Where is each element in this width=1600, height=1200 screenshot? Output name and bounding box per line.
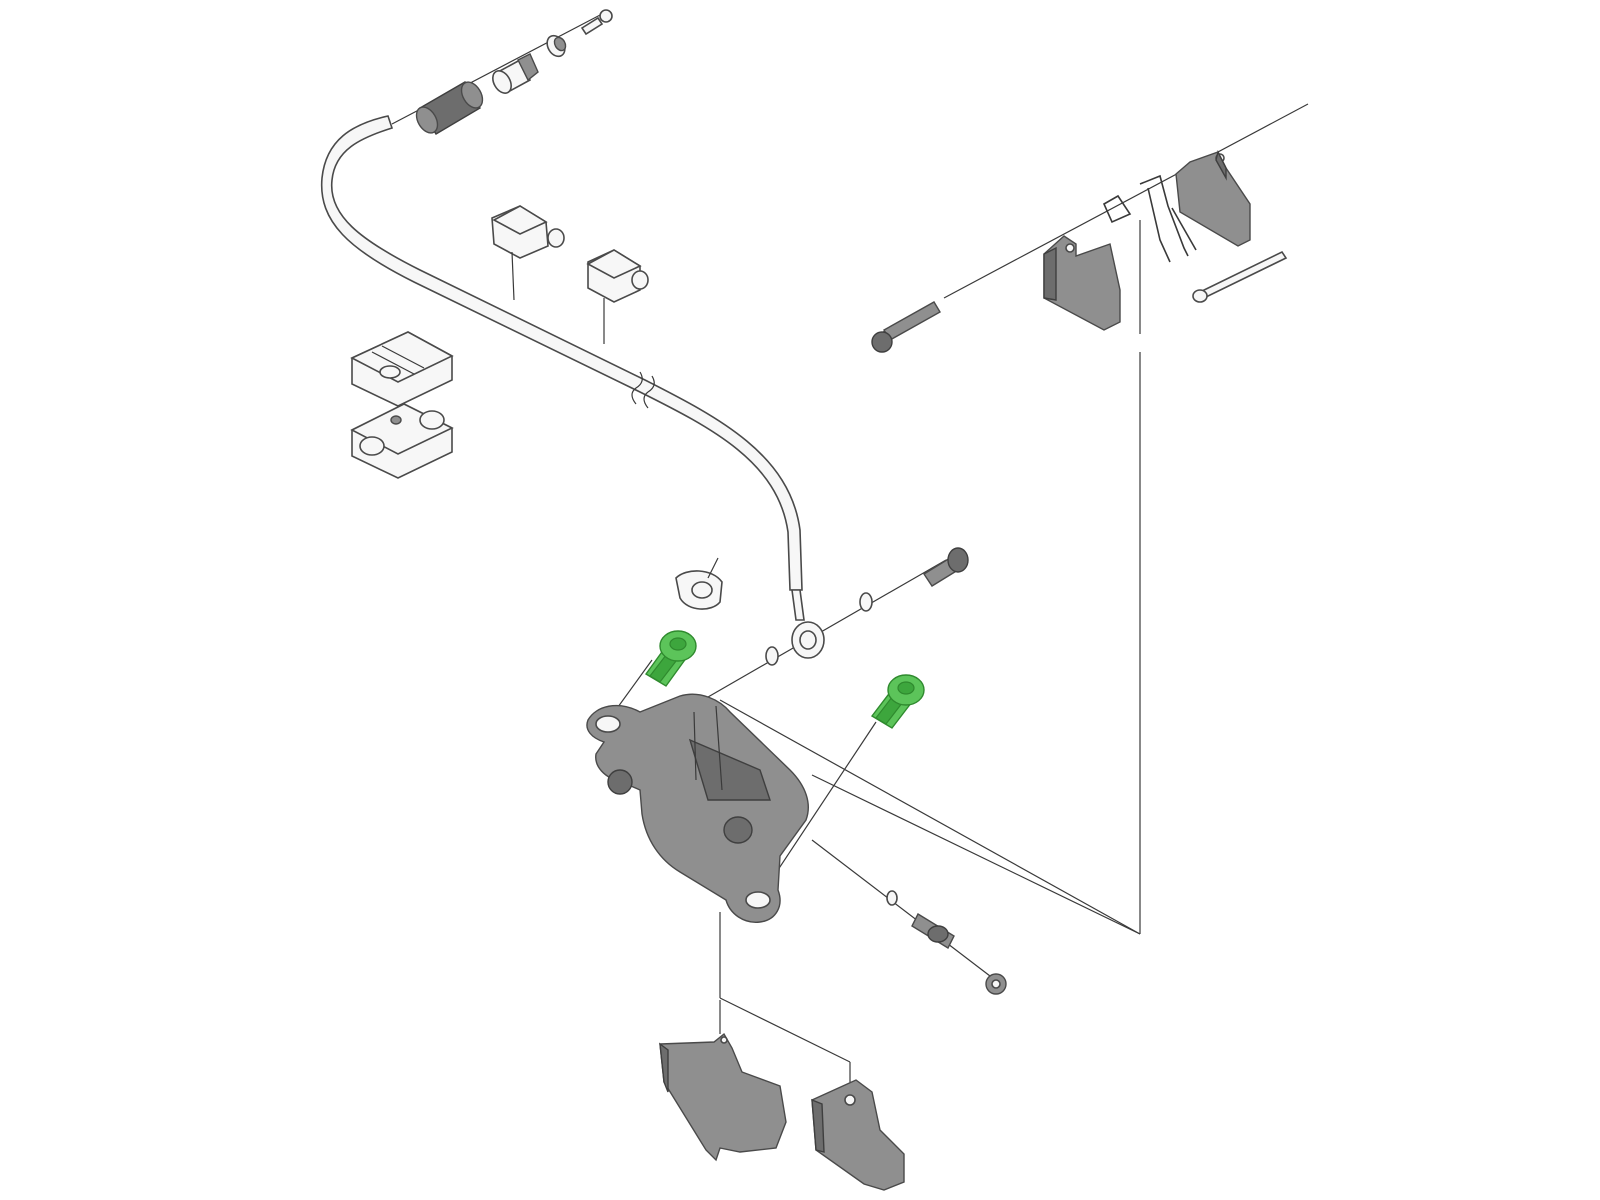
bleed-o-ring bbox=[886, 890, 898, 906]
pad-spring bbox=[1102, 174, 1197, 263]
hose-break-mark bbox=[631, 371, 643, 405]
hose-assembly bbox=[320, 9, 803, 591]
brake-hose bbox=[320, 115, 803, 591]
mounting-bolt-lower bbox=[761, 674, 925, 895]
banjo-assembly bbox=[681, 547, 969, 713]
hose-break-mark-2 bbox=[643, 375, 655, 409]
bleed-nipple bbox=[911, 913, 955, 949]
bleed-assembly bbox=[811, 839, 1007, 995]
clamp-block-upper bbox=[350, 331, 454, 407]
banjo-bolt bbox=[923, 547, 969, 587]
bleed-cap bbox=[985, 973, 1007, 995]
clamp-block-lower bbox=[350, 403, 454, 479]
lower-brake-pad-right bbox=[811, 1079, 905, 1191]
brake-pad-left bbox=[1043, 235, 1121, 331]
small-screw bbox=[580, 9, 613, 36]
lower-pads-assembly bbox=[659, 997, 905, 1191]
hose-cap bbox=[675, 557, 723, 610]
pad-axle-bolt bbox=[871, 301, 941, 353]
brake-pad-right bbox=[1175, 149, 1251, 247]
split-pin bbox=[1192, 250, 1288, 303]
hose-cover-sleeve bbox=[415, 81, 484, 135]
banjo-fitting bbox=[791, 589, 825, 659]
pad-pin-assembly bbox=[811, 103, 1309, 935]
o-ring-1 bbox=[765, 646, 779, 666]
olive bbox=[546, 34, 567, 58]
caliper-body bbox=[586, 693, 1141, 998]
o-ring-2 bbox=[859, 592, 873, 612]
mounting-bolt-upper bbox=[609, 630, 697, 719]
lower-brake-pad-left bbox=[659, 1032, 787, 1162]
connector-insert bbox=[492, 53, 539, 94]
hose-clip-1 bbox=[491, 205, 565, 301]
hose-clip-2 bbox=[586, 249, 649, 344]
